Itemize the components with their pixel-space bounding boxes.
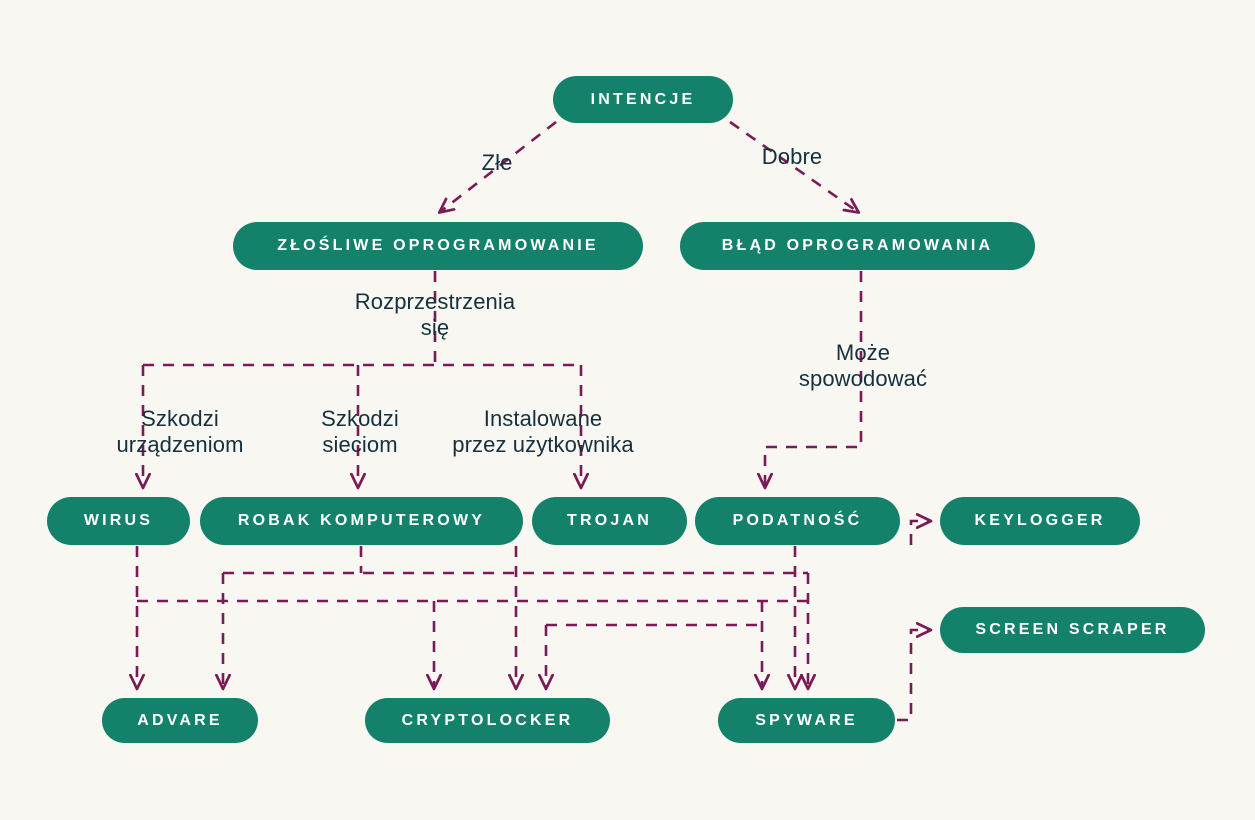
node-cryptolocker[interactable]: CRYPTOLOCKER: [365, 698, 610, 743]
edge-label-instalowane-przez-uzytkownika: Instalowane przez użytkownika: [452, 406, 634, 457]
edge-label-szkodzi-urzadzeniom: Szkodzi urządzeniom: [116, 406, 244, 457]
connector-spyware-scraper: [897, 630, 930, 722]
node-label: BŁĄD OPROGRAMOWANIA: [721, 237, 994, 254]
edge-label-dobre: Dobre: [761, 144, 823, 169]
node-label: PODATNOŚĆ: [732, 512, 863, 529]
node-label: WIRUS: [83, 512, 154, 529]
node-intencje[interactable]: INTENCJE: [553, 76, 733, 123]
node-trojan[interactable]: TROJAN: [532, 497, 687, 545]
node-label: ADVARE: [137, 711, 223, 729]
node-robak-komputerowy[interactable]: ROBAK KOMPUTEROWY: [200, 497, 523, 545]
node-label: TROJAN: [567, 512, 652, 529]
edge-label-rozprzestrzenia-sie: Rozprzestrzenia się: [354, 289, 516, 340]
node-keylogger[interactable]: KEYLOGGER: [940, 497, 1140, 545]
node-blad-oprogramowania[interactable]: BŁĄD OPROGRAMOWANIA: [680, 222, 1035, 270]
edge-label-moze-spowodowac: Może spowodować: [798, 340, 928, 391]
node-podatnosc[interactable]: PODATNOŚĆ: [695, 497, 900, 545]
edge-label-zle: Złe: [481, 150, 513, 175]
node-advare[interactable]: ADVARE: [102, 698, 258, 743]
node-label: KEYLOGGER: [974, 512, 1106, 529]
node-wirus[interactable]: WIRUS: [47, 497, 190, 545]
node-label: SCREEN SCRAPER: [975, 621, 1170, 638]
node-label: ZŁOŚLIWE OPROGRAMOWANIE: [277, 237, 599, 254]
node-screen-scraper[interactable]: SCREEN SCRAPER: [940, 607, 1205, 653]
node-spyware[interactable]: SPYWARE: [718, 698, 895, 743]
edge-label-szkodzi-sieciom: Szkodzi sieciom: [321, 406, 399, 457]
node-zlosliwe-oprogramowanie[interactable]: ZŁOŚLIWE OPROGRAMOWANIE: [233, 222, 643, 270]
node-label: INTENCJE: [590, 90, 696, 108]
connector-podatnosc-keylogger: [909, 521, 930, 545]
node-label: ROBAK KOMPUTEROWY: [237, 512, 486, 529]
node-label: CRYPTOLOCKER: [401, 711, 574, 729]
node-label: SPYWARE: [755, 711, 858, 729]
